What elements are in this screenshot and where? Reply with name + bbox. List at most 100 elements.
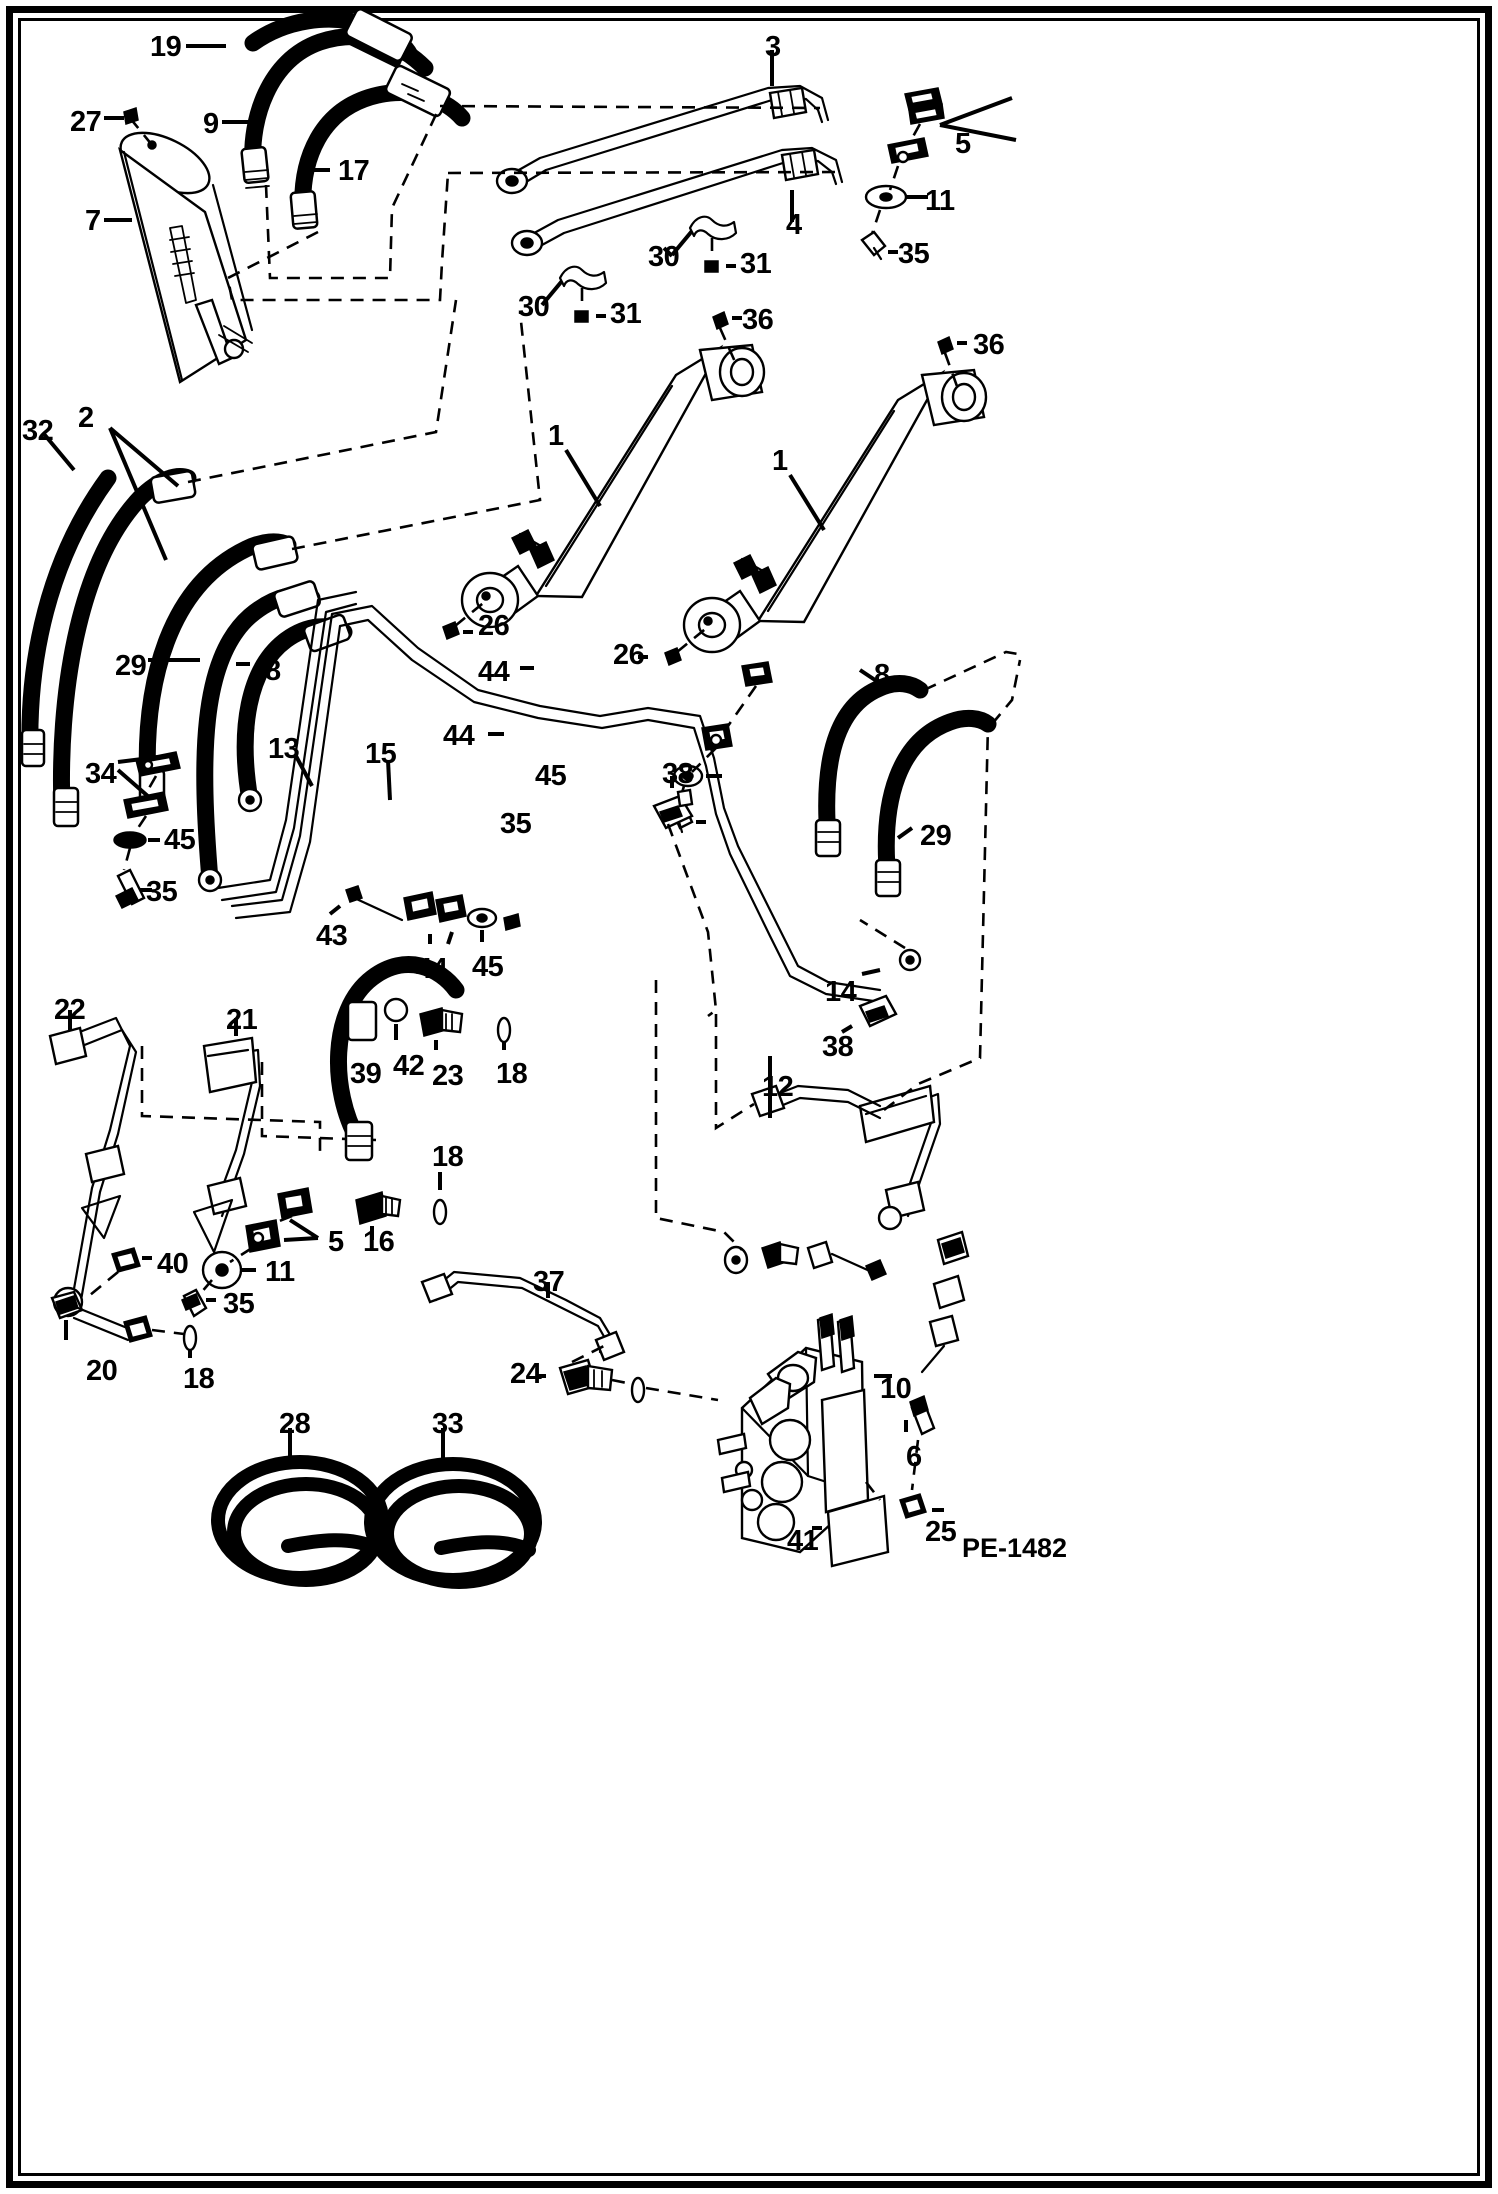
fitting-24 [536,1344,614,1396]
fitting-23 [419,1007,464,1050]
washer-11-lower [201,1246,256,1290]
callout-30-b: 30 [518,291,550,323]
coil-hose-28 [211,1428,389,1587]
leader-29b [896,826,914,840]
cylinder-1-left [442,310,766,641]
callout-39: 39 [350,1058,382,1090]
callout-5-upper: 5 [955,128,971,160]
clamp-44-lower [488,723,733,751]
leader-32 [42,432,76,472]
nut-40 [83,1247,152,1302]
callout-9: 9 [203,108,219,140]
leader-15 [386,759,392,801]
oring-18-a [496,1016,512,1050]
callout-29-b: 29 [920,820,952,852]
callout-35-b: 35 [500,808,532,840]
callout-45-c: 45 [472,951,504,983]
callout-38-a: 38 [662,758,694,790]
clip-30-a [670,215,738,257]
fitting-38-lower [840,994,898,1034]
callout-45-b: 45 [164,824,196,856]
callout-6: 6 [906,1441,922,1473]
callout-44-a: 44 [478,656,510,688]
clamp-44-right-a [403,891,437,921]
callout-14: 14 [825,976,857,1008]
bolt-31-a [704,238,736,273]
callout-13: 13 [268,733,300,765]
callout-1-b: 1 [772,445,788,477]
leader-30a [662,246,674,258]
plate-border-inner [18,18,1480,2176]
callout-15: 15 [365,738,397,770]
callout-26-b: 26 [613,639,645,671]
control-valve-10 [716,1312,892,1554]
callout-25: 25 [925,1516,957,1548]
valve-hardware-cluster [723,1230,970,1374]
callout-41: 41 [787,1525,819,1557]
hose-17 [289,64,471,230]
callout-28: 28 [279,1408,311,1440]
cylinder-1-right [638,335,988,667]
callout-29-a: 29 [115,650,147,682]
callout-42: 42 [393,1050,425,1082]
tube-3 [495,84,830,195]
leader-34 [116,755,159,800]
hose-8-right [814,675,929,858]
washer-45-center [672,764,722,788]
cylinder-7 [117,131,254,384]
callout-44-b: 44 [443,720,475,752]
callout-8-b: 8 [874,659,890,691]
callout-11-upper: 11 [925,185,955,217]
handle-21 [192,1036,262,1254]
oring-18-b [432,1172,448,1226]
washer-11 [864,165,928,210]
plate-41 [812,1481,890,1568]
drawing-code: PE-1482 [962,1533,1068,1563]
callout-18-c: 18 [183,1363,215,1395]
callout-43: 43 [316,920,348,952]
nut-25 [899,1439,944,1519]
clamp-5-lower-left [245,1187,320,1253]
callout-18-a: 18 [496,1058,528,1090]
callout-11-lower: 11 [265,1256,295,1288]
dash-17 [226,172,450,302]
callout-45-a: 45 [535,760,567,792]
callout-2: 2 [78,402,94,434]
tube-12 [750,1056,882,1120]
callout-5-lower: 5 [328,1226,344,1258]
callout-12: 12 [762,1071,794,1103]
hose-39 [330,956,465,1162]
callout-19: 19 [150,31,182,63]
callout-21: 21 [226,1004,258,1036]
callout-4: 4 [786,209,802,241]
callout-31-b: 31 [610,298,642,330]
callout-10: 10 [880,1373,912,1405]
callout-35-d: 35 [223,1288,255,1320]
callout-24: 24 [510,1358,542,1390]
washer-45-left [113,815,160,849]
callout-32: 32 [22,415,54,447]
callout-1-a: 1 [548,420,564,452]
bolt-43 [328,885,404,922]
clamp-34-upper [135,751,181,777]
washer-45-right [466,907,498,929]
tube-15 [230,604,882,1004]
coil-hose-33 [364,1428,542,1589]
callout-35-upper: 35 [898,238,930,270]
callout-8-a: 8 [265,655,281,687]
dash-9 [264,105,442,280]
bolt-35-upper [860,209,898,261]
callout-20: 20 [86,1355,118,1387]
oring-24-seal [630,1376,646,1404]
hose-29-right [874,709,997,898]
bolt-6 [904,1394,936,1436]
callout-7: 7 [85,205,101,237]
fitting-16 [355,1191,402,1240]
hose-29-left [196,580,321,893]
clamp-5-upper [904,87,945,125]
callout-27: 27 [70,106,102,138]
callout-22: 22 [54,994,86,1026]
callout-16: 16 [363,1226,395,1258]
oring-42 [383,997,409,1040]
